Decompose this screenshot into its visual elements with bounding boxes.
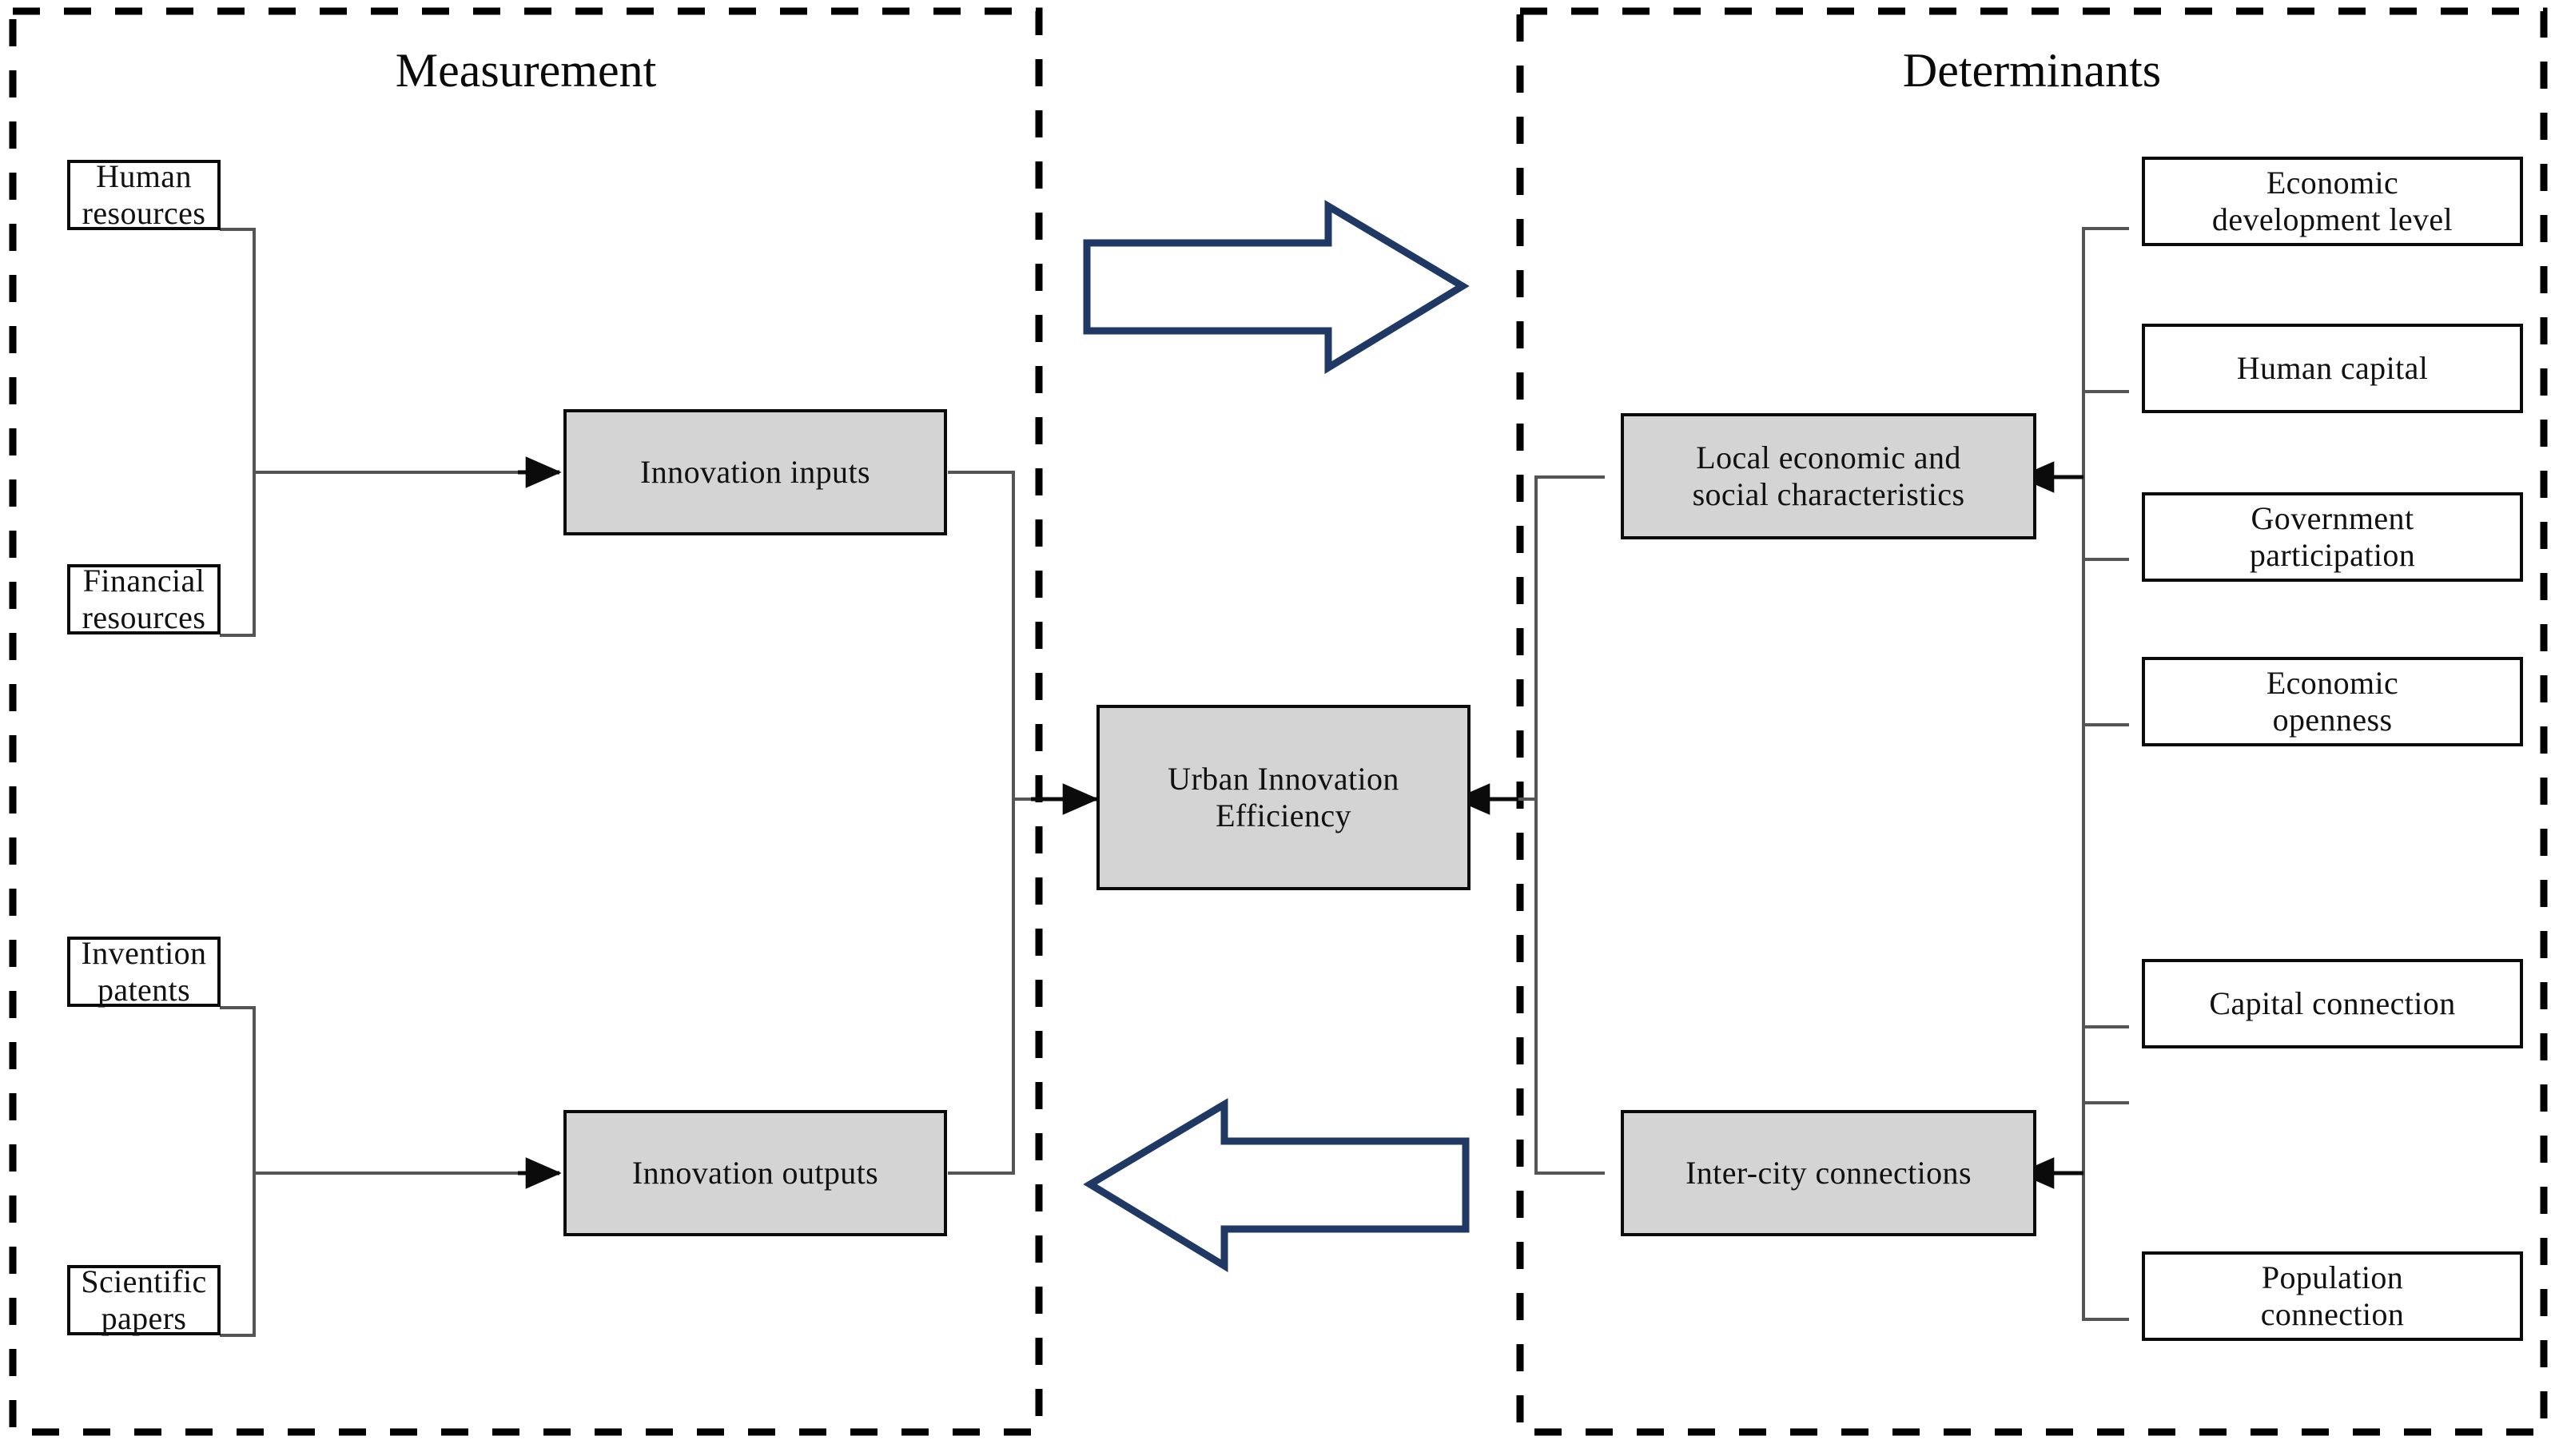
node-label: Scientific papers <box>81 1263 207 1336</box>
block-arrow-left-icon <box>1083 1098 1470 1272</box>
node-label: Innovation outputs <box>631 1154 879 1191</box>
node-government-participation[interactable]: Government participation <box>2142 492 2523 582</box>
node-label-line2: social characteristics <box>1692 476 1965 512</box>
node-label: Inter-city connections <box>1685 1154 1972 1191</box>
measurement-to-core-connector <box>948 471 1063 1175</box>
node-label-line2: development level <box>2211 201 2454 237</box>
inputs-bracket-connector <box>220 228 534 637</box>
node-financial-resources[interactable]: Financial resources <box>67 562 221 635</box>
node-urban-innovation-efficiency[interactable]: Urban Innovation Efficiency <box>1096 705 1471 890</box>
determinants-to-core-connector <box>1488 475 1605 1175</box>
node-label: Innovation inputs <box>640 453 870 490</box>
node-label-line2: participation <box>2249 537 2416 573</box>
node-human-capital[interactable]: Human capital <box>2142 324 2523 413</box>
node-label: Human capital <box>2236 349 2429 386</box>
node-label-line1: Economic <box>2266 664 2399 701</box>
node-label-line2: openness <box>2272 702 2393 738</box>
block-arrow-right-icon <box>1083 200 1470 374</box>
node-label-line1: Government <box>2251 499 2414 536</box>
outputs-bracket-connector <box>220 1006 534 1337</box>
node-label: Capital connection <box>2209 985 2456 1021</box>
node-population-connection[interactable]: Population connection <box>2142 1251 2523 1341</box>
node-human-resources[interactable]: Human resources <box>67 157 221 231</box>
determinants-panel-title: Determinants <box>1902 44 2162 97</box>
node-economic-openness[interactable]: Economic openness <box>2142 657 2523 746</box>
node-local-economic-and-social-characteristics[interactable]: Local economic and social characteristic… <box>1621 413 2036 539</box>
node-label-line1: Economic <box>2266 164 2399 201</box>
node-innovation-outputs[interactable]: Innovation outputs <box>563 1110 947 1236</box>
node-label: Invention patents <box>81 934 207 1008</box>
node-label-line1: Urban Innovation <box>1168 760 1399 797</box>
node-label-line2: connection <box>2260 1296 2405 1332</box>
node-innovation-inputs[interactable]: Innovation inputs <box>563 409 947 535</box>
node-capital-connection[interactable]: Capital connection <box>2142 959 2523 1048</box>
node-label-line2: Efficiency <box>1216 798 1351 833</box>
measurement-panel-title: Measurement <box>395 44 657 97</box>
node-label: Human resources <box>82 157 206 231</box>
node-label: Financial resources <box>82 562 206 635</box>
node-scientific-papers[interactable]: Scientific papers <box>67 1263 221 1336</box>
node-economic-development-level[interactable]: Economic development level <box>2142 157 2523 246</box>
inter-city-factor-bus <box>2082 1025 2129 1321</box>
node-label-line1: Local economic and <box>1696 439 1961 475</box>
node-invention-patents[interactable]: Invention patents <box>67 934 221 1008</box>
local-economic-factor-bus <box>2082 227 2129 1104</box>
node-label-line1: Population <box>2261 1259 2404 1295</box>
node-inter-city-connections[interactable]: Inter-city connections <box>1621 1110 2036 1236</box>
